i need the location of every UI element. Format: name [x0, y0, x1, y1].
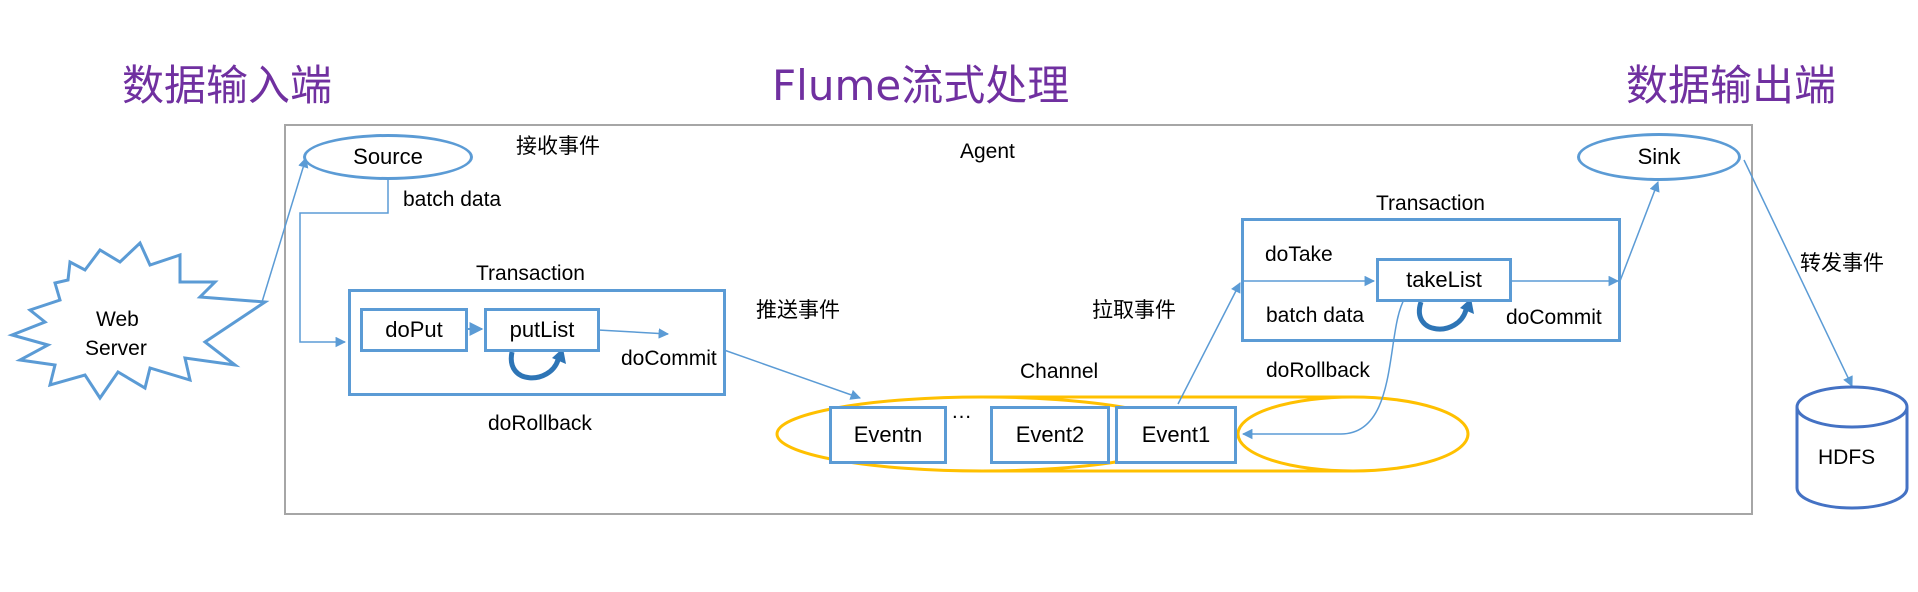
event-2-label: Event2	[1015, 422, 1085, 447]
agent-label: Agent	[960, 140, 1015, 163]
take-list-label: takeList	[1406, 267, 1482, 292]
put-do-commit-label: doCommit	[621, 347, 717, 370]
take-do-commit-label: doCommit	[1506, 306, 1602, 329]
channel-ellipsis: …	[951, 400, 972, 423]
hdfs-cylinder	[1795, 385, 1909, 510]
take-transaction-box	[1241, 218, 1621, 342]
output-heading: 数据输出端	[1626, 61, 1837, 110]
event-1-label: Event1	[1141, 422, 1211, 447]
receive-event-label: 接收事件	[516, 134, 600, 158]
take-batch-data-label: batch data	[1266, 304, 1365, 327]
web-server-label-line1: Web	[96, 308, 139, 331]
take-list-node: takeList	[1376, 258, 1512, 302]
put-list-node: putList	[484, 308, 600, 352]
put-list-label: putList	[509, 317, 575, 342]
hdfs-label: HDFS	[1818, 446, 1876, 469]
take-transaction-title: Transaction	[1376, 192, 1485, 215]
push-event-label: 推送事件	[756, 298, 840, 322]
source-label: Source	[353, 144, 423, 169]
do-put-node: doPut	[360, 308, 468, 352]
web-server-label-line2: Server	[85, 337, 147, 360]
channel-event-2: Event2	[990, 406, 1110, 464]
channel-event-1: Event1	[1115, 406, 1237, 464]
source-node: Source	[303, 134, 473, 180]
put-do-rollback-label: doRollback	[488, 412, 592, 435]
event-n-label: Eventn	[853, 422, 923, 447]
sink-node: Sink	[1577, 133, 1741, 181]
take-do-rollback-label: doRollback	[1266, 359, 1370, 382]
put-transaction-box	[348, 289, 726, 396]
main-heading: Flume流式处理	[772, 61, 1070, 110]
do-put-label: doPut	[385, 317, 443, 342]
pull-event-label: 拉取事件	[1092, 298, 1176, 322]
channel-title: Channel	[1020, 360, 1099, 383]
web-server-shape	[7, 240, 270, 401]
forward-event-label: 转发事件	[1800, 251, 1884, 275]
do-take-label: doTake	[1265, 243, 1333, 266]
input-heading: 数据输入端	[122, 61, 333, 110]
put-transaction-title: Transaction	[476, 262, 585, 285]
source-batch-data-label: batch data	[403, 188, 502, 211]
agent-container	[284, 124, 1753, 515]
sink-label: Sink	[1637, 144, 1681, 169]
channel-event-n: Eventn	[829, 406, 947, 464]
